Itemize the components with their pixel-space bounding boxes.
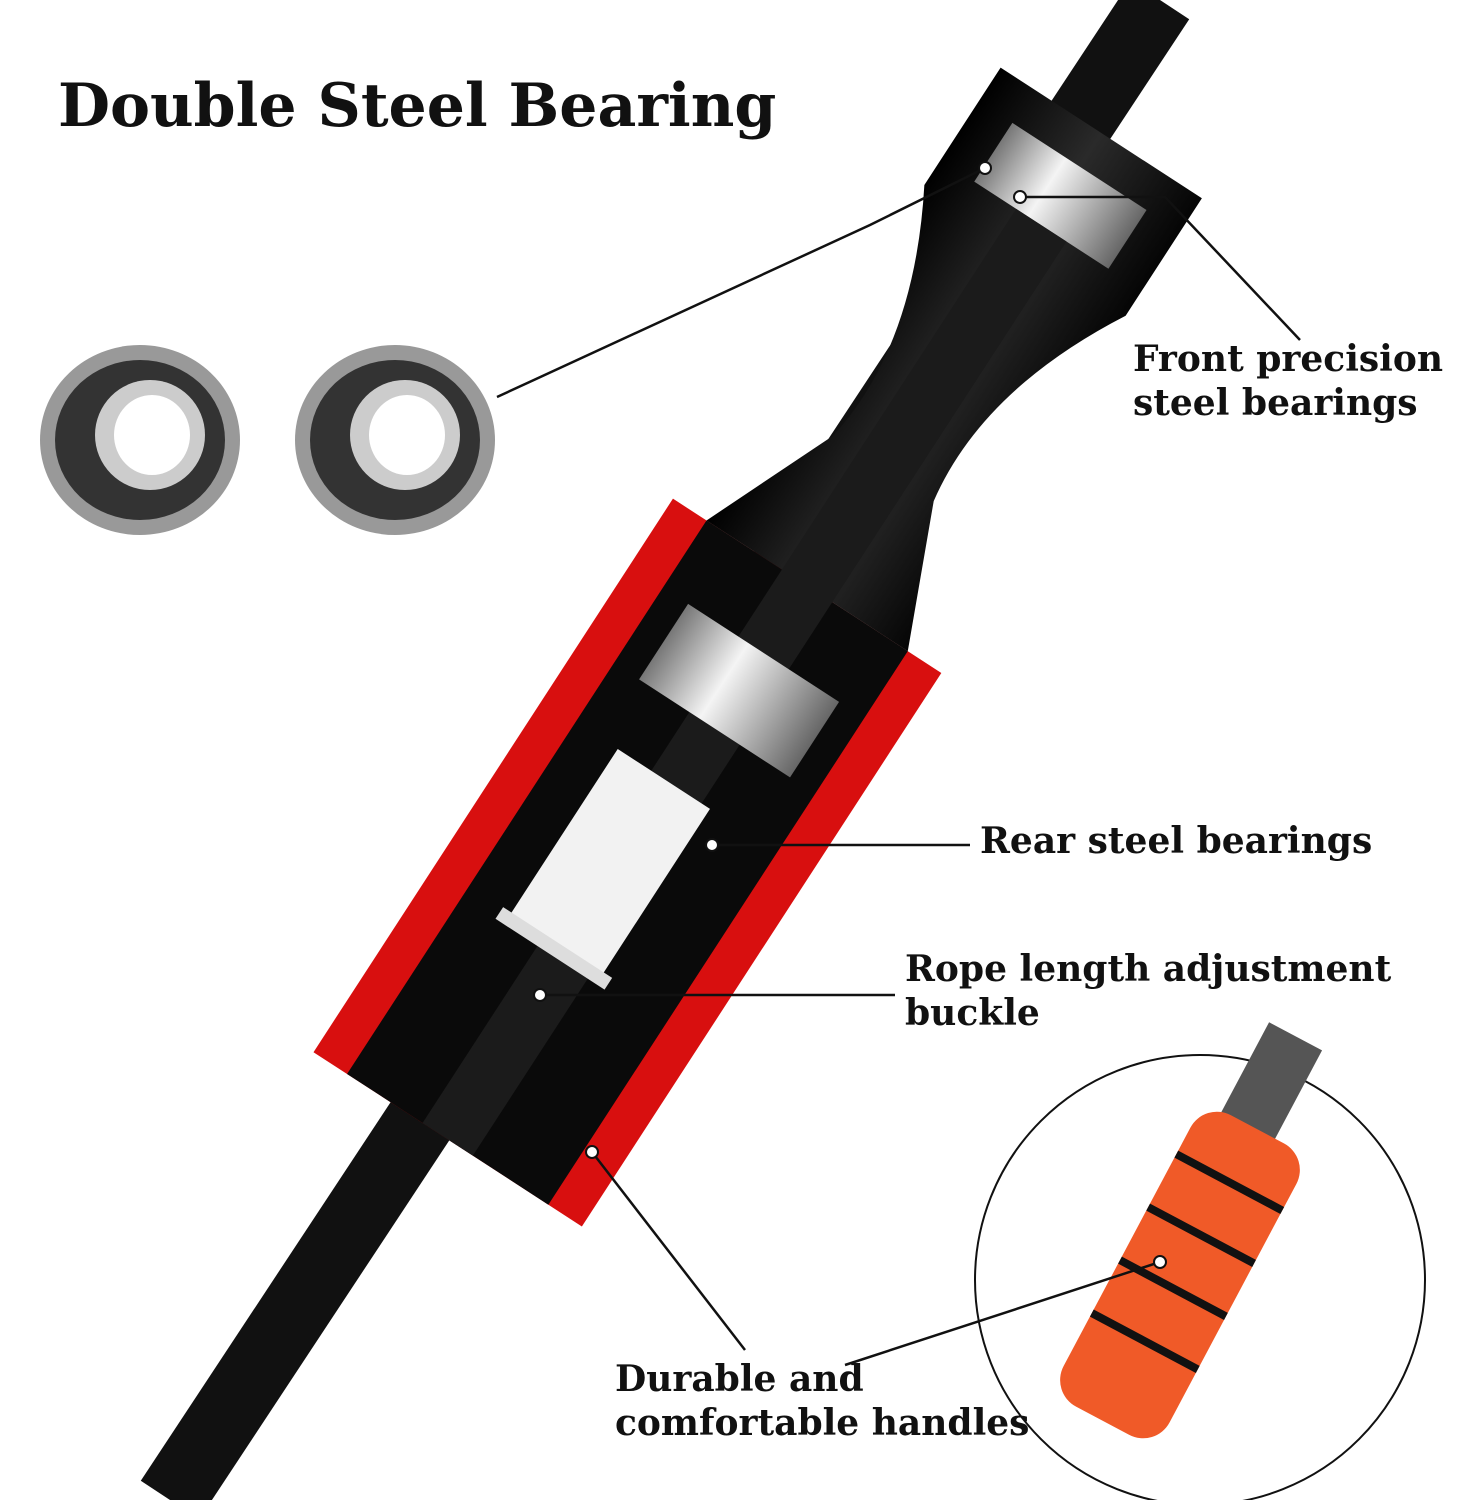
page-title: Double Steel Bearing <box>58 71 777 141</box>
label-line: steel bearings <box>1133 381 1418 424</box>
front-bearings-label: Front precision steel bearings <box>1133 338 1443 426</box>
label-line: comfortable handles <box>615 1401 1030 1444</box>
rear-bearing <box>639 603 840 778</box>
label-line: Durable and <box>615 1358 864 1400</box>
buckle-label: Rope length adjustment buckle <box>905 948 1391 1036</box>
steel-bearing-icon <box>40 345 240 535</box>
handle-inset <box>974 1022 1426 1500</box>
leader-lines <box>496 166 1301 1367</box>
rear-bearings-label: Rear steel bearings <box>980 820 1373 862</box>
adjustment-buckle <box>508 748 710 977</box>
steel-bearing-icon <box>295 345 495 535</box>
label-line: buckle <box>905 991 1040 1034</box>
label-line: Front precision <box>1133 338 1444 380</box>
handle-cutaway <box>313 67 1202 1227</box>
label-line: Rope length adjustment <box>905 948 1392 990</box>
handles-label: Durable and comfortable handles <box>615 1358 1029 1446</box>
